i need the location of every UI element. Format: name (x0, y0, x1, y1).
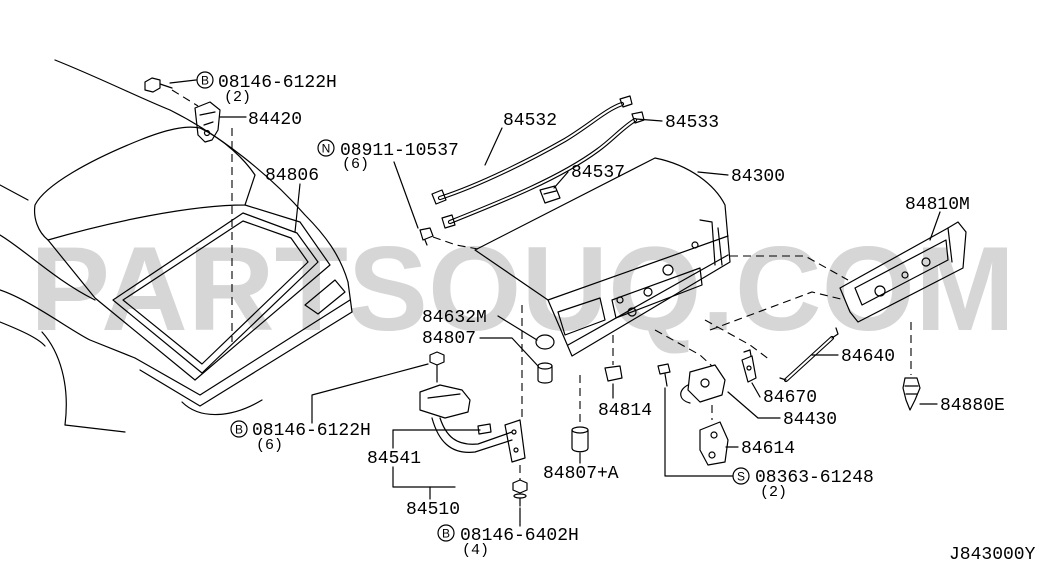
lid-bumper-84814-drawing (604, 335, 623, 382)
bolt-symbol-letter: B (235, 423, 243, 437)
bolt-symbol-letter: B (201, 74, 209, 88)
part-label-connector[interactable]: 84537 (571, 163, 625, 183)
fastener-callout-top-bolt[interactable]: B 08146-6122H (2) (196, 71, 337, 106)
fastener-callout-hinge-bolt[interactable]: B 08146-6122H (6) (230, 420, 371, 454)
bumper-84807-drawing (537, 362, 553, 384)
fastener-callout-clip[interactable]: N 08911-10537 (6) (317, 139, 459, 173)
leader-lines (169, 79, 941, 527)
trunk-lock-drawing (654, 319, 771, 404)
bolt-symbol-letter: B (442, 527, 450, 541)
bolt-symbol-circle (230, 420, 248, 438)
part-label-hinge[interactable]: 84420 (248, 110, 302, 130)
part-label-bumper[interactable]: 84807 (422, 329, 476, 349)
plug-84632m-drawing (535, 334, 555, 350)
fastener-quantity: (2) (224, 89, 251, 106)
trunk-finisher-drawing (709, 221, 967, 331)
bolt-symbol-circle (437, 524, 455, 542)
striker-screw-drawing (657, 363, 671, 387)
part-label-plug[interactable]: 84632M (422, 308, 487, 328)
clip-symbol-letter: N (322, 142, 331, 156)
fastener-quantity: (6) (256, 437, 283, 454)
part-label-striker[interactable]: 84614 (741, 439, 795, 459)
hinge-assembly-drawing (419, 305, 526, 480)
fastener-quantity: (4) (462, 542, 489, 559)
part-label-trunk-lid[interactable]: 84300 (731, 167, 785, 187)
fastener-quantity: (2) (760, 484, 787, 501)
clip-symbol-circle (317, 139, 335, 157)
connector-drawing (539, 185, 561, 204)
hinge-bolt-top-drawing (144, 77, 199, 107)
screw-symbol-circle (732, 467, 750, 485)
trunk-striker-drawing (699, 405, 729, 466)
fastener-callout-screw[interactable]: S 08363-61248 (2) (732, 467, 874, 501)
fastener-callout-bottom-bolt[interactable]: B 08146-6402H (4) (437, 524, 579, 559)
drawing-code: J843000Y (949, 545, 1036, 565)
finisher-clip-drawing (902, 322, 921, 411)
part-label-trunk-lock[interactable]: 84430 (783, 410, 837, 430)
release-cable-drawing (431, 95, 633, 205)
lock-rod-drawing (779, 327, 839, 383)
fastener-number[interactable]: 08146-6122H (252, 421, 371, 441)
part-label-finisher[interactable]: 84810M (905, 195, 970, 215)
part-label-bumper-a[interactable]: 84807+A (543, 464, 619, 484)
part-label-key-cylinder[interactable]: 84670 (763, 388, 817, 408)
fastener-number[interactable]: 08146-6402H (460, 526, 579, 546)
part-label-harness-cable[interactable]: 84533 (665, 113, 719, 133)
trunk-lid-drawing (474, 157, 731, 357)
fastener-number[interactable]: 08911-10537 (340, 141, 459, 161)
fastener-number[interactable]: 08363-61248 (755, 468, 874, 488)
hinge-bolt-bottom-drawing (512, 479, 528, 507)
part-label-finisher-clip[interactable]: 84880E (940, 396, 1005, 416)
part-label-trunk-seal[interactable]: 84806 (265, 166, 319, 186)
bumper-84807a-drawing (571, 375, 589, 453)
part-label-release-cable[interactable]: 84532 (503, 111, 557, 131)
fastener-quantity: (6) (342, 156, 369, 173)
screw-symbol-letter: S (737, 470, 745, 484)
clip-drawing (419, 227, 479, 250)
bolt-symbol-circle (196, 71, 214, 89)
part-label-hinge-assembly[interactable]: 84510 (406, 500, 460, 520)
trunk-hinge-drawing (194, 101, 233, 342)
part-label-lock-rod[interactable]: 84640 (841, 347, 895, 367)
part-label-lid-bumper[interactable]: 84814 (598, 401, 652, 421)
fastener-number[interactable]: 08146-6122H (218, 73, 337, 93)
key-cylinder-drawing (741, 349, 757, 383)
trunk-seal-drawing (112, 212, 319, 374)
part-label-hinge-spring[interactable]: 84541 (367, 449, 421, 469)
part-callouts: 84420 84806 84532 84533 84537 84300 8481… (248, 110, 1005, 520)
